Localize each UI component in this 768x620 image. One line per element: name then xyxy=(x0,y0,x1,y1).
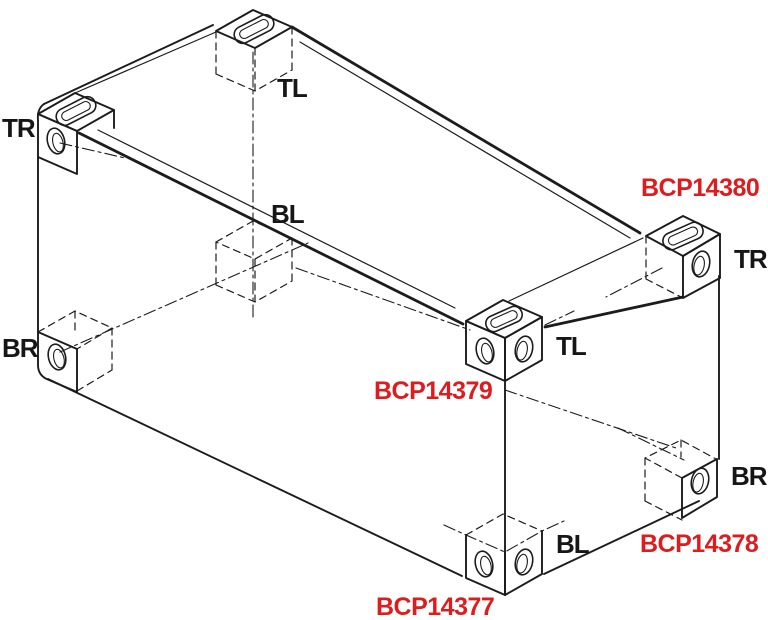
center-lines xyxy=(59,51,685,553)
corner-position-labels: TL TR BL BR TR TL BL BR xyxy=(2,73,768,559)
bottom-right-end-edge xyxy=(543,500,700,575)
label-bl-middle: BL xyxy=(271,199,305,229)
side-hole xyxy=(514,335,534,363)
corner-casting-top-right-tr xyxy=(645,215,721,299)
label-bl-bottom: BL xyxy=(556,529,590,559)
side-hole xyxy=(691,250,711,278)
corner-casting-bottom-front-bl xyxy=(465,530,543,596)
side-hole xyxy=(514,548,534,576)
part-number-bcp14380: BCP14380 xyxy=(641,174,759,202)
roof-rail-rear-edge xyxy=(290,25,642,235)
side-hole xyxy=(47,343,67,371)
part-number-bcp14379: BCP14379 xyxy=(374,377,492,405)
part-number-labels: BCP14380 BCP14379 BCP14378 BCP14377 xyxy=(374,174,760,620)
container-outline xyxy=(36,24,720,577)
left-vertical-edge xyxy=(36,103,45,333)
roof-left-end-outer-edge xyxy=(43,24,214,105)
label-tr-left: TR xyxy=(2,113,36,143)
roof-rail-front-edge xyxy=(77,131,465,326)
label-tl-top: TL xyxy=(277,73,308,103)
corner-casting-top-rear-tl xyxy=(215,9,293,49)
label-tr-right: TR xyxy=(734,244,768,274)
corner-casting-top-left-tr xyxy=(37,92,115,175)
part-number-bcp14377: BCP14377 xyxy=(376,593,494,620)
side-hole xyxy=(690,467,710,495)
roof-rail-right-end-edge xyxy=(543,295,685,329)
corner-casting-bottom-right-br xyxy=(681,458,718,519)
part-number-bcp14378: BCP14378 xyxy=(640,530,759,558)
corner-casting-bottom-left-br xyxy=(37,331,78,393)
side-hole xyxy=(474,550,494,578)
side-hole xyxy=(475,337,495,365)
corner-casting-middle-top-tl xyxy=(465,299,543,382)
label-tl-middle: TL xyxy=(556,331,587,361)
label-br-right: BR xyxy=(731,461,768,491)
label-br-left: BR xyxy=(2,333,39,363)
side-hole xyxy=(46,127,66,155)
bottom-front-edge xyxy=(47,378,463,577)
